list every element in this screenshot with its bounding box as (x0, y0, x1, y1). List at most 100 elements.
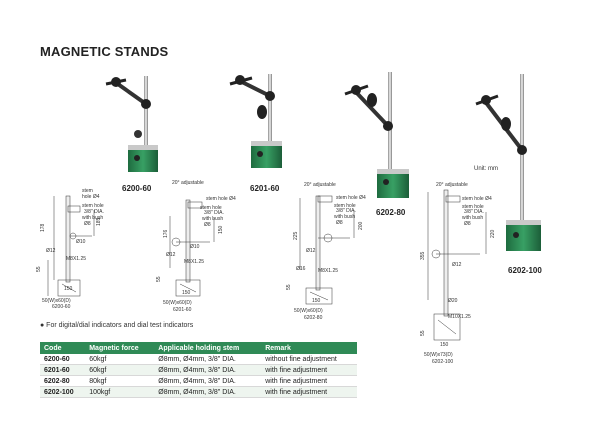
dim-base-width: 150 (182, 290, 191, 296)
dim-height-2: 220 (490, 229, 496, 238)
dim-code: 6202-80 (304, 315, 323, 321)
table-row: 6200-60 60kgf Ø8mm, Ø4mm, 3/8" DIA. with… (40, 354, 357, 365)
cell-code: 6200-60 (40, 354, 86, 365)
cell-force: 60kgf (85, 354, 155, 365)
dim-base: 50(W)x60(D) (163, 300, 192, 306)
dim-d10: Ø10 (190, 244, 200, 250)
dim-dia: 3/8" DIA. (204, 210, 224, 216)
column-header: Applicable holding stem (154, 342, 262, 354)
cell-stem: Ø8mm, Ø4mm, 3/8" DIA. (154, 364, 262, 376)
dim-code: 6200-60 (52, 304, 71, 310)
dim-thread: M8X1.25 (66, 256, 86, 262)
dim-d8: Ø8 (204, 222, 211, 228)
dim-d8: Ø8 (84, 221, 91, 227)
dim-dia: 3/8" DIA. (84, 209, 104, 215)
cell-code: 6202-100 (40, 386, 86, 398)
product-photo-6200-60 (105, 76, 158, 172)
page-title: MAGNETIC STANDS (40, 44, 169, 59)
dim-stem: stem (82, 188, 93, 194)
dim-d12: Ø12 (166, 252, 176, 258)
dim-adjustable: 20° adjustable (436, 182, 468, 188)
cell-stem: Ø8mm, Ø4mm, 3/8" DIA. (154, 386, 262, 398)
dim-d8: Ø8 (464, 221, 471, 227)
dim-code: 6201-60 (173, 307, 192, 313)
cell-code: 6201-60 (40, 364, 86, 376)
product-code-label: 6202-80 (376, 208, 406, 217)
dim-bush: with bush (462, 215, 483, 221)
dim-bush: with bush (334, 214, 355, 220)
cell-remark: with fine adjustment (261, 375, 357, 387)
dim-base: 50(W)x60(D) (294, 308, 323, 314)
product-code-label: 6200-60 (122, 184, 152, 193)
product-code-label: 6201-60 (250, 184, 280, 193)
dim-bush: with bush (82, 215, 103, 221)
dim-hole: hole Ø4 (82, 194, 100, 200)
dim-d12: Ø12 (452, 262, 462, 268)
cell-remark: with fine adjustment (261, 386, 357, 398)
cell-stem: Ø8mm, Ø4mm, 3/8" DIA. (154, 375, 262, 387)
dim-base-height: 55 (286, 284, 292, 290)
product-code-label: 6202-100 (508, 266, 542, 275)
dim-height: 176 (163, 229, 169, 238)
cell-remark: with fine adjustment (261, 364, 357, 376)
dim-thread: M10X1.25 (448, 314, 471, 320)
dim-height-2: 150 (218, 225, 224, 234)
dim-height: 178 (40, 223, 46, 232)
technical-drawing-6202-100 (427, 189, 487, 341)
cell-remark: without fine adjustment (261, 354, 357, 365)
table-row: 6202-80 80kgf Ø8mm, Ø4mm, 3/8" DIA. with… (40, 375, 357, 387)
dim-d20: Ø20 (448, 298, 458, 304)
cell-stem: Ø8mm, Ø4mm, 3/8" DIA. (154, 354, 262, 365)
technical-drawing-6202-80 (299, 195, 355, 305)
cell-force: 100kgf (85, 386, 155, 398)
table-header-row: Code Magnetic force Applicable holding s… (40, 342, 357, 354)
dim-bush: with bush (202, 216, 223, 222)
column-header: Remark (261, 342, 357, 354)
dim-d8: Ø8 (336, 220, 343, 226)
dim-stem-hole: stem hole (334, 203, 356, 209)
product-photo-6202-100 (475, 74, 541, 251)
dim-d16: Ø16 (296, 266, 306, 272)
dim-d10: Ø10 (76, 239, 86, 245)
dim-base: 50(W)x73(D) (424, 352, 453, 358)
dim-stem: stem hole Ø4 (462, 196, 492, 202)
dim-dia: 3/8" DIA. (464, 209, 484, 215)
technical-drawing-6201-60 (169, 199, 215, 297)
table-row: 6201-60 60kgf Ø8mm, Ø4mm, 3/8" DIA. with… (40, 364, 357, 376)
dim-code: 6202-100 (432, 359, 453, 365)
dim-stem: stem hole Ø4 (206, 196, 236, 202)
dim-height-2: 185 (96, 217, 102, 226)
dim-base-height: 55 (36, 266, 42, 272)
cell-force: 60kgf (85, 364, 155, 376)
dim-base-height: 55 (156, 276, 162, 282)
cell-force: 80kgf (85, 375, 155, 387)
dim-stem-hole: stem hole (200, 205, 222, 211)
dim-d12: Ø12 (306, 248, 316, 254)
dim-thread: M8X1.25 (318, 268, 338, 274)
dim-base-height: 55 (420, 330, 426, 336)
usage-note: ● For digital/dial indicators and dial t… (40, 322, 194, 329)
technical-drawing-6200-60 (47, 195, 95, 297)
dim-thread: M8X1.25 (184, 259, 204, 265)
dim-base-width: 150 (440, 342, 449, 348)
product-photo-6202-80 (344, 72, 409, 198)
dim-adjustable: 20° adjustable (304, 182, 336, 188)
dim-height-2: 200 (358, 221, 364, 230)
dim-base-width: 150 (312, 298, 321, 304)
product-photo-6201-60 (229, 74, 282, 168)
column-header: Magnetic force (85, 342, 155, 354)
dim-height: 355 (420, 251, 426, 260)
dim-stem-hole: stem hole (82, 203, 104, 209)
dim-stem-hole: stem hole (462, 204, 484, 210)
cell-code: 6202-80 (40, 375, 86, 387)
dim-dia: 3/8" DIA. (336, 208, 356, 214)
dim-stem: stem hole Ø4 (336, 195, 366, 201)
dim-d12: Ø12 (46, 248, 56, 254)
dim-base-width: 150 (64, 286, 73, 292)
dim-height: 225 (293, 231, 299, 240)
dim-adjustable: 20° adjustable (172, 180, 204, 186)
column-header: Code (40, 342, 86, 354)
spec-table: Code Magnetic force Applicable holding s… (40, 342, 357, 398)
table-row: 6202-100 100kgf Ø8mm, Ø4mm, 3/8" DIA. wi… (40, 386, 357, 398)
